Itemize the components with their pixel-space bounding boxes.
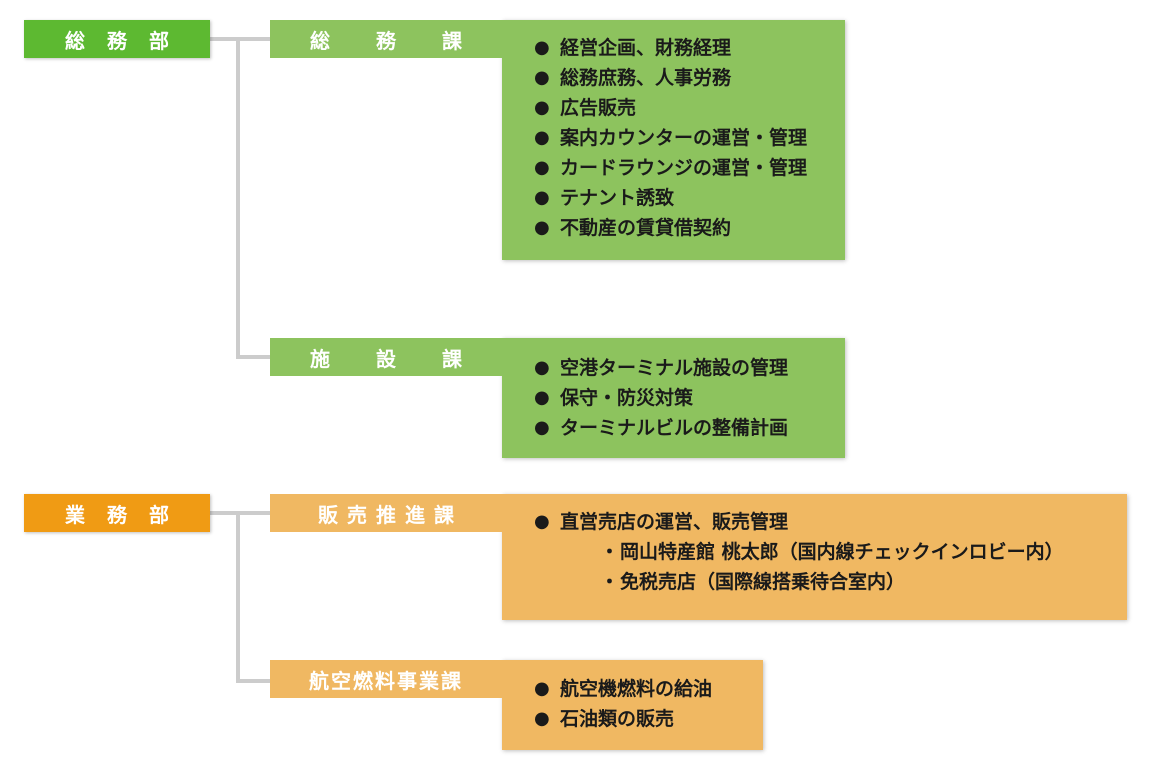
section-sales-panel [502,494,1127,620]
section-facilities-label: 施設課 [310,346,508,371]
bullet-icon: ● [534,157,550,178]
section-fuel-label: 航空燃料事業課 [309,668,463,693]
sales-duties: ●直営売店の運営、販売管理 ・岡山特産館 桃太郎（国内線チェックインロビー内） … [534,507,1064,597]
general-affairs-duties: ●経営企画、財務経理 ●総務庶務、人事労務 ●広告販売 ●案内カウンターの運営・… [534,33,807,243]
connector-fuel-h [236,679,270,683]
section-general-affairs-label: 総務課 [310,28,508,53]
duty-item: ●不動産の賃貸借契約 [534,213,807,243]
duty-item: ●石油類の販売 [534,704,712,734]
fuel-duties: ●航空機燃料の給油 ●石油類の販売 [534,674,712,734]
section-facilities-panel [502,338,845,458]
duty-item: ●保守・防災対策 [534,383,788,413]
duty-item: ●案内カウンターの運営・管理 [534,123,807,153]
subbullet-icon: ・ [600,571,620,593]
duty-item: ●直営売店の運営、販売管理 [534,507,1064,537]
connector-general-h [210,37,270,41]
bullet-icon: ● [534,417,550,438]
bullet-icon: ● [534,67,550,88]
bullet-icon: ● [534,127,550,148]
duty-item: ●ターミナルビルの整備計画 [534,413,788,443]
duty-item: ●航空機燃料の給油 [534,674,712,704]
section-sales-label: 販売推進課 [318,502,463,527]
duty-subitem: ・免税売店（国際線搭乗待合室内） [534,567,1064,597]
section-fuel-panel [502,660,763,750]
section-general-affairs-panel [502,20,845,260]
duty-item: ●カードラウンジの運営・管理 [534,153,807,183]
facilities-duties: ●空港ターミナル施設の管理 ●保守・防災対策 ●ターミナルビルの整備計画 [534,353,788,443]
dept-business-label: 業務部 [65,502,191,527]
connector-general-v [236,37,240,359]
section-fuel-tag: 航空燃料事業課 [270,660,502,698]
duty-subitem: ・岡山特産館 桃太郎（国内線チェックインロビー内） [534,537,1064,567]
duty-item: ●総務庶務、人事労務 [534,63,807,93]
subbullet-icon: ・ [600,541,620,563]
bullet-icon: ● [534,217,550,238]
dept-general-affairs-label: 総務部 [65,28,191,53]
bullet-icon: ● [534,511,550,532]
duty-item: ●空港ターミナル施設の管理 [534,353,788,383]
bullet-icon: ● [534,357,550,378]
dept-business: 業務部 [24,494,210,532]
connector-business-v [236,511,240,683]
connector-business-h [210,511,270,515]
bullet-icon: ● [534,708,550,729]
bullet-icon: ● [534,97,550,118]
duty-item: ●経営企画、財務経理 [534,33,807,63]
bullet-icon: ● [534,387,550,408]
bullet-icon: ● [534,37,550,58]
bullet-icon: ● [534,187,550,208]
section-sales-tag: 販売推進課 [270,494,502,532]
bullet-icon: ● [534,678,550,699]
connector-facility-h [236,355,270,359]
section-facilities-tag: 施設課 [270,338,502,376]
duty-item: ●広告販売 [534,93,807,123]
duty-item: ●テナント誘致 [534,183,807,213]
dept-general-affairs: 総務部 [24,20,210,58]
section-general-affairs-tag: 総務課 [270,20,502,58]
